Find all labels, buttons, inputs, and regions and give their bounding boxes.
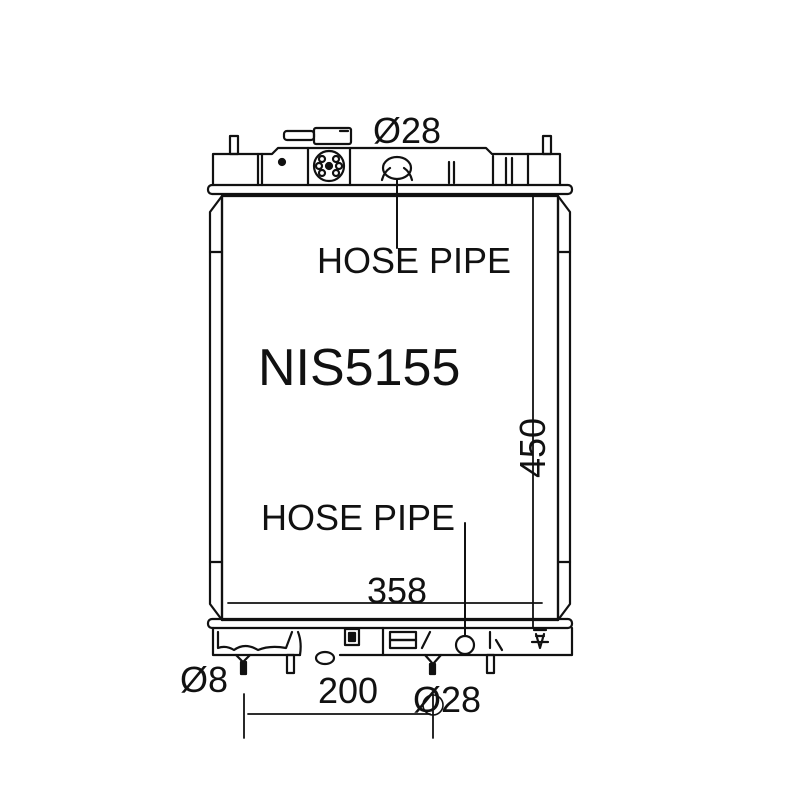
bottom-outlet-diameter: Ø28 <box>413 679 482 720</box>
core-height-dimension: 450 <box>512 417 553 478</box>
drain-diameter: Ø8 <box>180 659 229 700</box>
top-inlet-diameter: Ø28 <box>373 110 442 151</box>
model-number: NIS5155 <box>258 339 461 397</box>
hose-pipe-bottom-label: HOSE PIPE <box>261 497 456 538</box>
bottom-tank <box>206 617 574 676</box>
hose-pipe-top-label: HOSE PIPE <box>317 240 512 281</box>
top-tank <box>206 126 574 196</box>
leader-lines <box>396 179 466 637</box>
inlet-spacing-dimension: 200 <box>318 670 379 711</box>
core-width-dimension: 358 <box>367 570 428 611</box>
dimension-lines <box>227 195 543 739</box>
